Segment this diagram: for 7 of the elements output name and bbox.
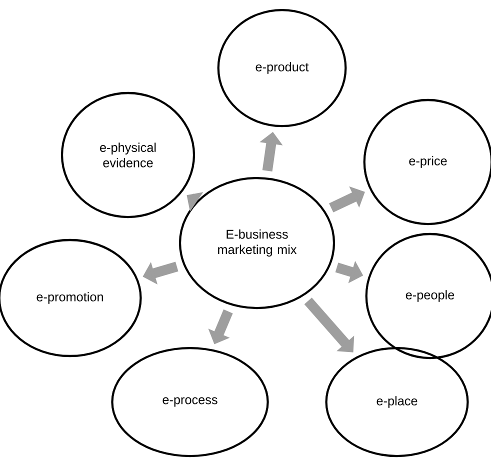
ellipse-node: E-business marketing mix xyxy=(178,176,336,310)
block-arrow xyxy=(329,186,365,212)
ellipse-node: e-product xyxy=(217,8,347,128)
ellipse-node: e-process xyxy=(111,346,269,458)
ellipse-node: e-place xyxy=(325,346,469,458)
block-arrow xyxy=(304,298,354,352)
ellipse-node: e-physical evidence xyxy=(60,92,196,218)
